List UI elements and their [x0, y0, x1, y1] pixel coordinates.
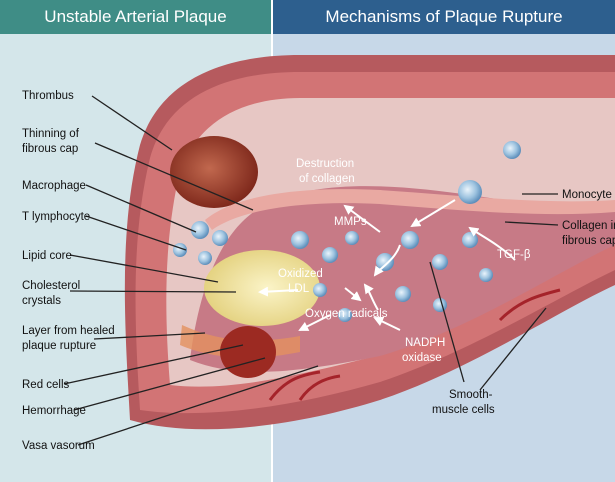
label-tgf-beta: TGF-β: [497, 249, 531, 261]
label-nadph-line1: NADPH: [405, 337, 445, 349]
label-lipid-core: Lipid core: [22, 250, 72, 262]
label-cholesterol-crystals-line2: crystals: [22, 295, 61, 307]
label-vasa-vasorum: Vasa vasorum: [22, 440, 95, 452]
label-smooth-muscle-line2: muscle cells: [432, 404, 495, 416]
hemorrhage-region: [220, 326, 276, 378]
label-red-cells: Red cells: [22, 379, 70, 391]
label-nadph-line2: oxidase: [402, 352, 442, 364]
label-destruction-line1: Destruction: [296, 158, 354, 170]
label-thinning-fibrous-cap-line1: Thinning of: [22, 128, 80, 140]
label-t-lymphocyte: T lymphocyte: [22, 211, 90, 223]
label-macrophage: Macrophage: [22, 180, 86, 192]
label-smooth-muscle-line1: Smooth-: [449, 389, 493, 401]
label-healed-layer-line1: Layer from healed: [22, 325, 115, 337]
label-hemorrhage: Hemorrhage: [22, 405, 86, 417]
label-mmps: MMPs: [334, 216, 367, 228]
label-oxidized-ldl-line2: LDL: [288, 283, 310, 295]
label-healed-layer-line2: plaque rupture: [22, 340, 96, 352]
label-cholesterol-crystals-line1: Cholesterol: [22, 280, 80, 292]
label-destruction-line2: of collagen: [299, 173, 355, 185]
label-oxidized-ldl-line1: Oxidized: [278, 268, 323, 280]
label-oxygen-radicals: Oxygen radicals: [305, 308, 388, 320]
label-collagen-line2: fibrous cap: [562, 235, 615, 247]
label-thrombus: Thrombus: [22, 90, 74, 102]
label-thinning-fibrous-cap-line2: fibrous cap: [22, 143, 78, 155]
label-collagen-line1: Collagen in: [562, 220, 615, 232]
label-monocyte: Monocyte: [562, 189, 612, 201]
thrombus-mass: [170, 136, 258, 208]
